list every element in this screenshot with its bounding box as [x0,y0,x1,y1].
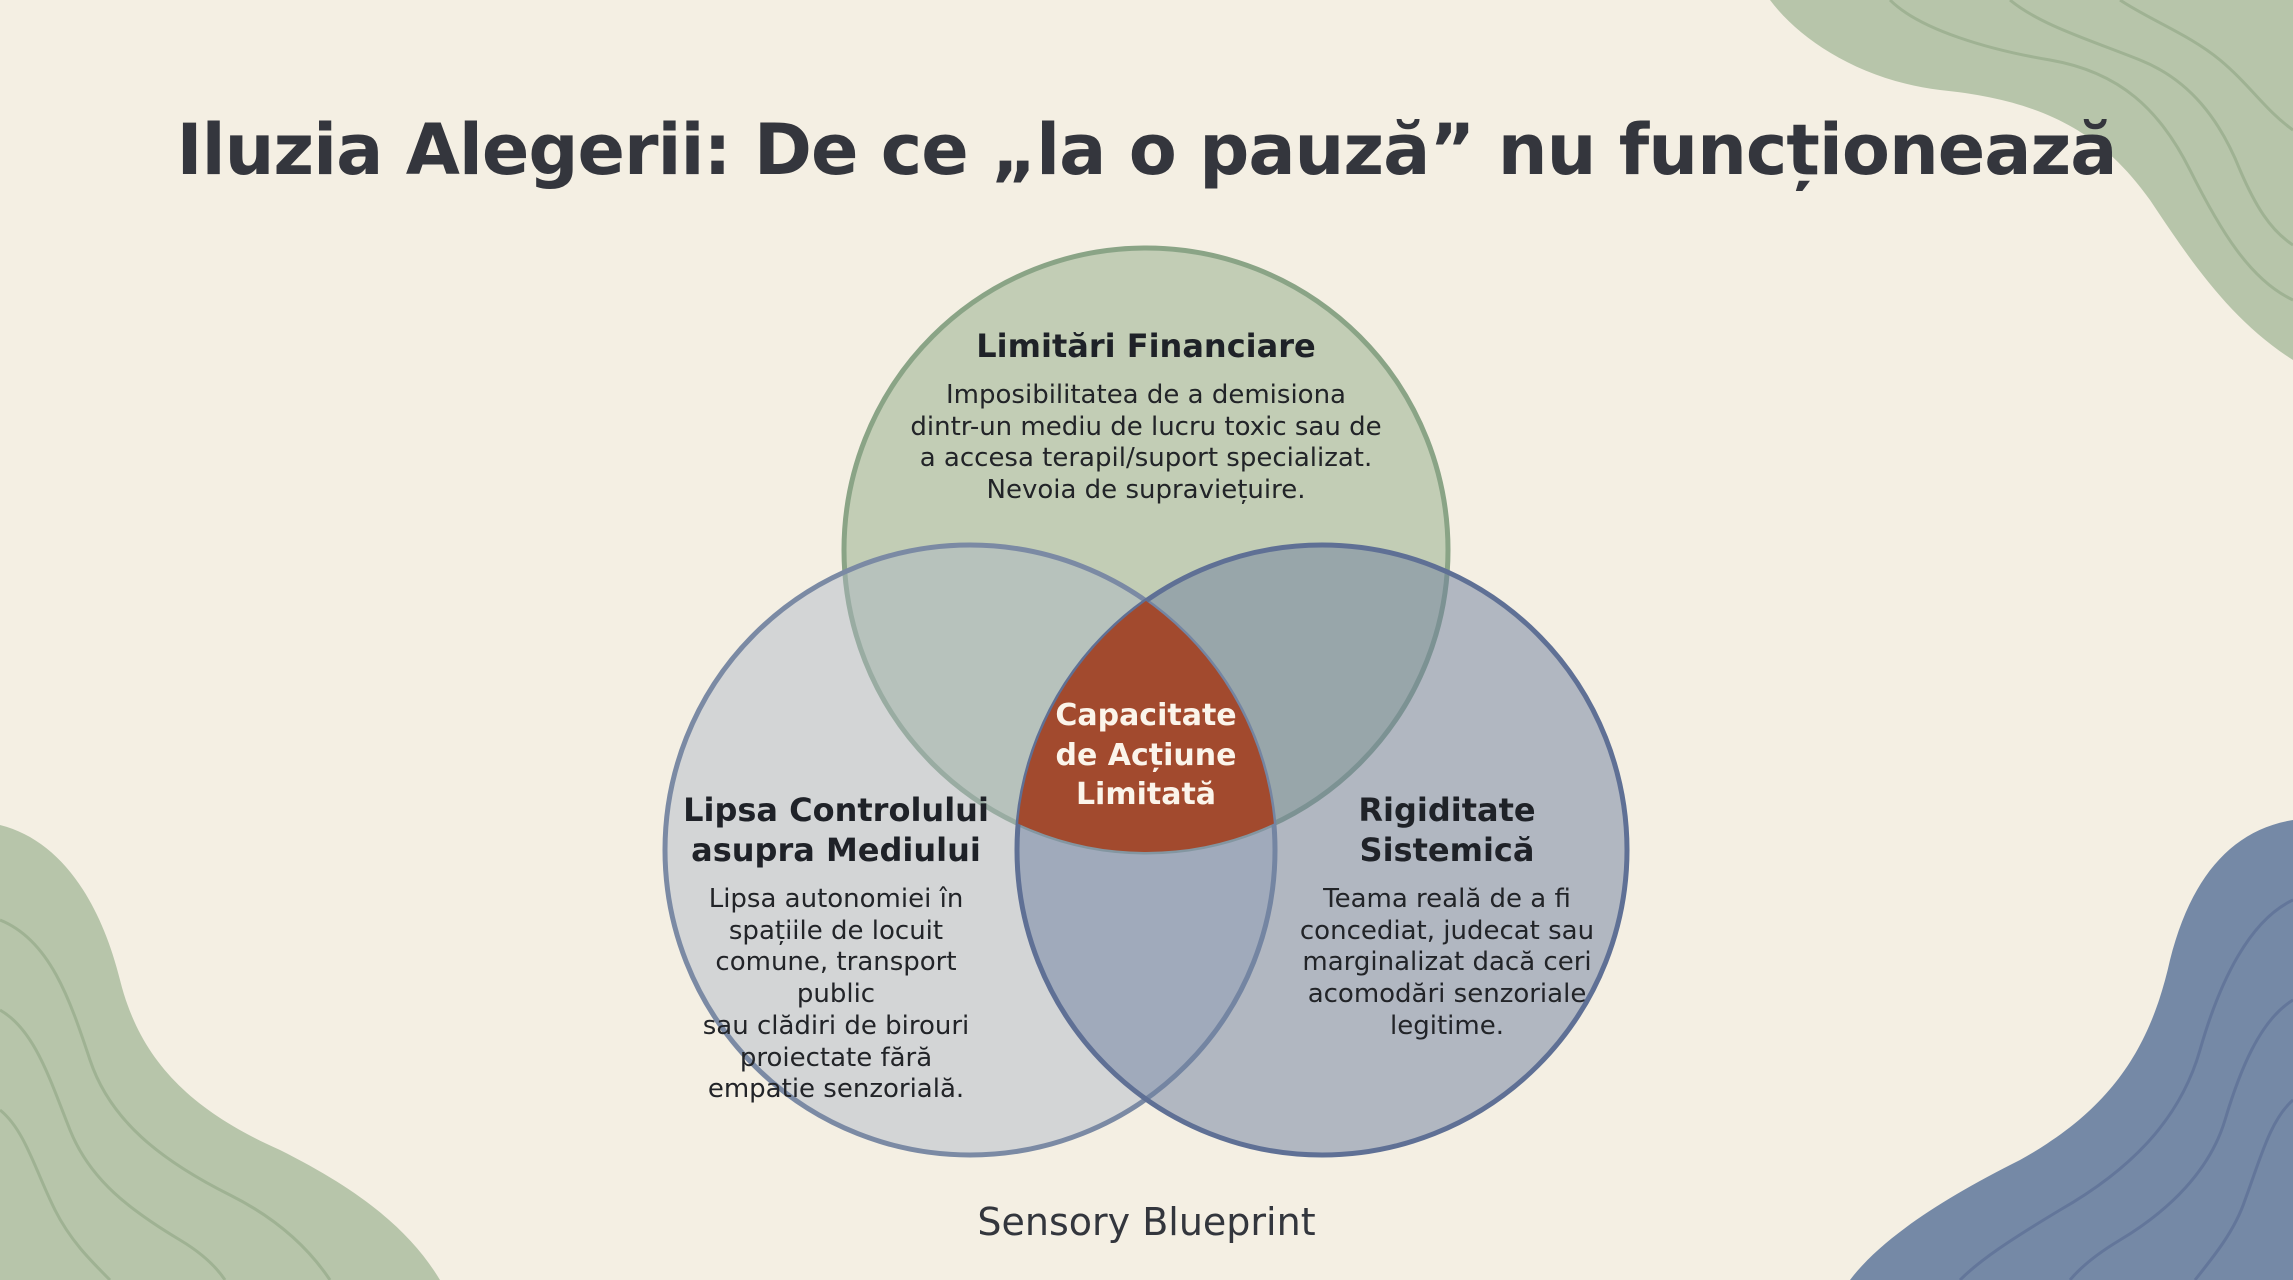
limited-agency-label: Capacitate de Acțiune Limitată [1046,696,1246,815]
environment-control-heading-line: Lipsa Controlului [683,791,989,829]
environment-control-line: spațiile de locuit [728,915,944,946]
environment-control-line: comune, transport public [715,947,957,1010]
slide-title: Iluzia Alegerii: De ce „la o pauză” nu f… [176,109,2118,191]
systemic-rigidity-heading: Rigiditate Sistemică [1282,790,1612,870]
environment-control-line: sau clădiri de birouri [702,1010,970,1041]
venn-center-overlap [1017,545,1275,852]
environment-control-line: empatie senzorială. [707,1074,965,1105]
bottom-left-wave-decor [0,825,440,1280]
systemic-rigidity-line: concediat, judecat sau [1299,915,1595,946]
bottom-right-wave-decor [1850,820,2293,1280]
financial-limits-line: Nevoia de supraviețuire. [986,475,1306,506]
environment-control-label: Lipsa Controlului asupra Mediului Lipsa … [676,790,996,1106]
financial-limits-label: Limitări Financiare Imposibilitatea de a… [866,326,1426,507]
limited-agency-line: de Acțiune [1055,737,1237,773]
top-right-wave-decor [1770,0,2293,360]
environment-control-heading: Lipsa Controlului asupra Mediului [676,790,996,870]
financial-limits-heading: Limitări Financiare [976,327,1316,365]
financial-limits-line: Imposibilitatea de a demisiona [946,380,1346,410]
limited-agency-line: Capacitate [1055,698,1237,733]
systemic-rigidity-line: acomodări senzoriale [1307,979,1587,1010]
financial-limits-line: a accesa terapil/suport specializat. [919,443,1373,474]
environment-control-description: Lipsa autonomiei în spațiile de locuit c… [676,884,996,1106]
environment-control-heading-line: asupra Mediului [691,831,981,869]
systemic-rigidity-line: marginalizat dacă ceri [1302,947,1592,978]
systemic-rigidity-description: Teama reală de a fi concediat, judecat s… [1282,884,1612,1043]
footer-brand: Sensory Blueprint [977,1200,1316,1244]
environment-control-line: Lipsa autonomiei în [708,884,964,914]
systemic-rigidity-heading-line: Rigiditate [1358,791,1536,829]
environment-control-line: proiectate fără [739,1042,933,1073]
systemic-rigidity-line: legitime. [1390,1010,1504,1041]
limited-agency-line: Limitată [1075,777,1217,813]
systemic-rigidity-line: Teama reală de a fi [1323,884,1571,914]
systemic-rigidity-label: Rigiditate Sistemică Teama reală de a fi… [1282,790,1612,1043]
systemic-rigidity-heading-line: Sistemică [1359,831,1535,869]
financial-limits-line: dintr-un mediu de lucru toxic sau de [910,411,1382,442]
financial-limits-description: Imposibilitatea de a demisiona dintr-un … [866,380,1426,507]
